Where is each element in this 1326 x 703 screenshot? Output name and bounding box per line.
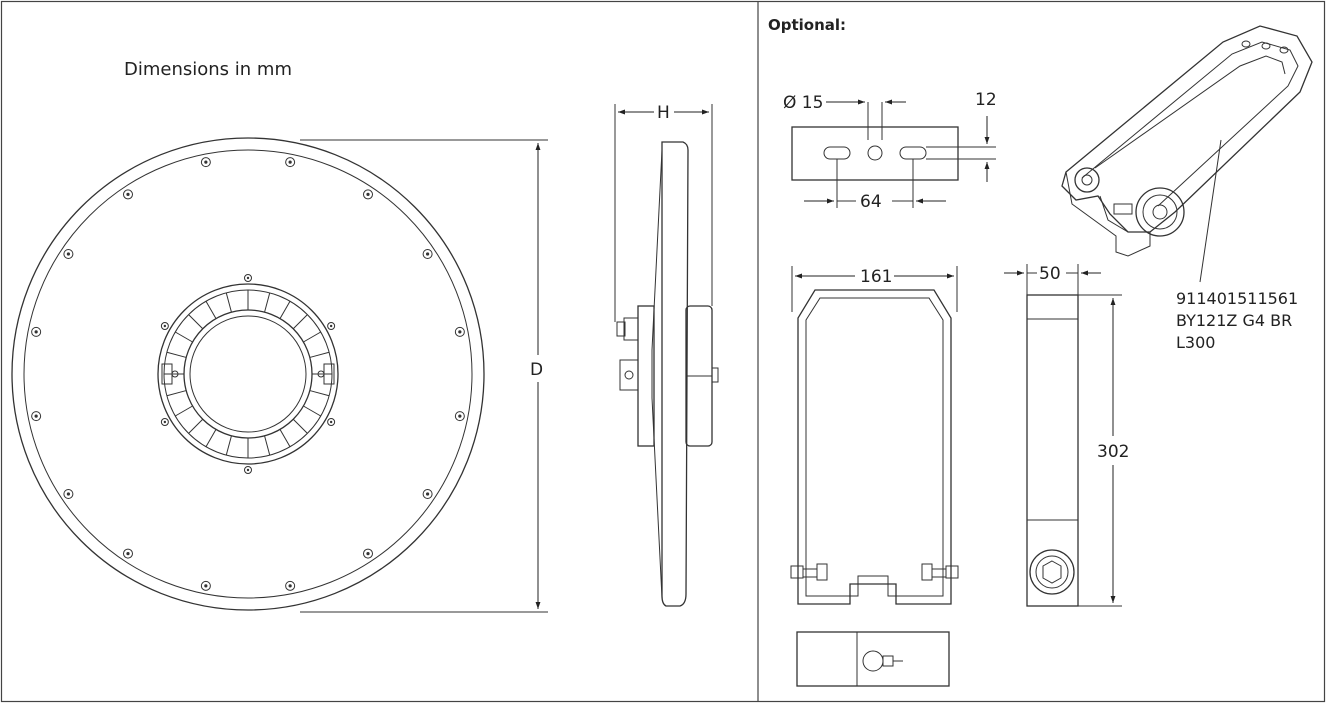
mounting-plate	[791, 126, 959, 181]
height-label: H	[657, 103, 670, 123]
bracket-height: 302	[1097, 442, 1129, 462]
plate-spacing-dimension: 64	[804, 159, 946, 212]
part-number-leader	[1199, 139, 1222, 283]
bracket-depth-dimension: 50	[1004, 264, 1101, 295]
part-number-line-2: BY121Z G4 BR	[1176, 311, 1292, 330]
part-number-callout: 911401511561 BY121Z G4 BR L300	[1176, 289, 1298, 352]
part-number-line-1: 911401511561	[1176, 289, 1298, 308]
optional-heading: Optional:	[768, 16, 846, 34]
dimensions-title: Dimensions in mm	[124, 59, 292, 80]
bracket-width: 161	[860, 267, 892, 287]
height-dimension: H	[614, 103, 713, 322]
u-bracket-front-view	[790, 289, 959, 605]
plate-thickness-dimension: 12	[926, 90, 997, 182]
bracket-depth: 50	[1039, 264, 1061, 284]
bracket-width-dimension: 161	[791, 266, 958, 312]
bracket-side-view	[1026, 294, 1079, 607]
bracket-height-dimension: 302	[1078, 294, 1129, 607]
plate-hole-diameter: Ø 15	[783, 93, 823, 113]
plate-hole-spacing: 64	[860, 192, 882, 212]
plate-hole-dimension: Ø 15	[783, 93, 906, 140]
diameter-label: D	[530, 360, 543, 380]
part-number-line-3: L300	[1176, 333, 1215, 352]
plate-thickness: 12	[975, 90, 997, 110]
bracket-bottom-view	[796, 631, 950, 687]
bracket-3d-view	[1061, 25, 1313, 257]
luminaire-side-view	[616, 141, 719, 607]
diameter-dimension: D	[300, 139, 548, 613]
luminaire-front-view	[11, 137, 485, 611]
